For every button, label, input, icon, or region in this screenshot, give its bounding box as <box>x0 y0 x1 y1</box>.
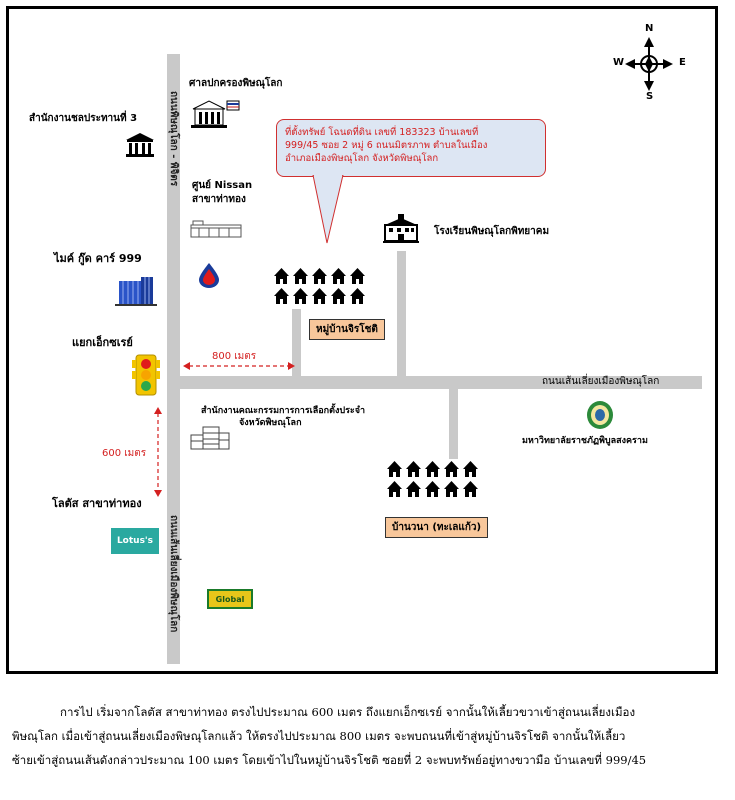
label-election-1: สำนักงานคณะกรรมการการเลือกตั้งประจำ <box>201 406 366 416</box>
village-sign-bannawa: บ้านวนา (ทะเลแก้ว) <box>385 517 489 538</box>
label-nissan-2: สาขาท่าทอง <box>192 194 246 205</box>
house-icon <box>274 268 289 284</box>
label-irrigation-office: สำนักงานชลประทานที่ 3 <box>29 113 138 124</box>
compass-n: N <box>645 23 654 34</box>
road-bypass-east <box>180 376 702 389</box>
village-sign-jirachot: หมู่บ้านจิรโชติ <box>309 319 385 340</box>
directions-line-3: ซ้ายเข้าสู่ถนนเส้นดังกล่าวประมาณ 100 เมต… <box>12 753 647 767</box>
nissan-building-icon <box>190 220 242 238</box>
road-label-vertical-top: ถนนพิษณุโลก - พิจิตร <box>168 91 179 187</box>
house-icon <box>463 461 478 477</box>
compass: N S W E <box>609 23 689 102</box>
label-lotus-branch: โลตัส สาขาท่าทอง <box>52 497 142 510</box>
label-mygood-car: ไมค์ กู๊ด คาร์ 999 <box>54 252 142 265</box>
global-house-logo: Global <box>207 589 253 609</box>
house-icon <box>331 288 346 304</box>
house-icon <box>293 288 308 304</box>
compass-w: W <box>613 57 625 68</box>
directions-line-1: การไป เริ่มจากโลตัส สาขาท่าทอง ตรงไปประม… <box>60 705 636 719</box>
distance-arrow-east <box>183 362 295 370</box>
government-building-icon <box>126 133 154 157</box>
road-village-entrance <box>292 309 301 376</box>
house-icon <box>444 461 459 477</box>
village-houses-row-2 <box>273 287 366 305</box>
compass-rose-icon <box>625 37 673 91</box>
traffic-light-icon <box>132 354 160 396</box>
callout-line-3: อำเภอเมืองพิษณุโลก จังหวัดพิษณุโลก <box>285 153 439 164</box>
compass-s: S <box>646 91 654 102</box>
label-court: ศาลปกครองพิษณุโลก <box>189 78 283 89</box>
property-location-callout: ที่ตั้งทรัพย์ โฉนดที่ดิน เลขที่ 183323 บ… <box>276 119 546 177</box>
callout-pointer <box>312 175 344 244</box>
label-intersection: แยกเอ็กซเรย์ <box>72 336 133 349</box>
label-school: โรงเรียนพิษณุโลกพิทยาคม <box>434 226 550 237</box>
distance-arrow-south <box>154 407 162 497</box>
map-frame: ถนนพิษณุโลก - พิจิตร ถนนเส้นเลี่ยงเมืองพ… <box>6 6 718 674</box>
directions-text: การไป เริ่มจากโลตัส สาขาท่าทอง ตรงไปประม… <box>12 700 727 772</box>
directions-line-2: พิษณุโลก เมื่อเข้าสู่ถนนเลี่ยงเมืองพิษณุ… <box>12 729 626 743</box>
house-icon <box>387 481 402 497</box>
label-election-2: จังหวัดพิษณุโลก <box>239 418 302 428</box>
house-icon <box>274 288 289 304</box>
house-icon <box>293 268 308 284</box>
car-dealer-building-icon <box>115 277 157 306</box>
callout-line-1: ที่ตั้งทรัพย์ โฉนดที่ดิน เลขที่ 183323 บ… <box>285 127 479 138</box>
distance-east-800: 800 เมตร <box>212 351 257 362</box>
house-icon <box>312 288 327 304</box>
bannawa-houses-row-1 <box>386 460 479 478</box>
road-vertical-main <box>167 54 180 664</box>
village-houses-row-1 <box>273 267 366 285</box>
house-icon <box>463 481 478 497</box>
school-building-icon <box>383 214 419 243</box>
house-icon <box>350 288 365 304</box>
road-school-branch <box>397 251 406 376</box>
lotus-logo: Lotus's <box>111 528 159 554</box>
court-building-icon <box>191 100 240 128</box>
road-label-vertical-bottom: ถนนเส้นเลี่ยงเมืองพิษณุโลก <box>168 515 179 633</box>
house-icon <box>425 461 440 477</box>
house-icon <box>350 268 365 284</box>
road-label-east: ถนนเส้นเลี่ยงเมืองพิษณุโลก <box>542 376 660 387</box>
house-icon <box>406 481 421 497</box>
road-bannawa-branch <box>449 389 458 459</box>
office-building-icon <box>190 426 230 450</box>
callout-line-2: 999/45 ซอย 2 หมู่ 6 ถนนมิตรภาพ ตำบลในเมื… <box>285 140 488 151</box>
compass-e: E <box>679 57 686 68</box>
bannawa-houses-row-2 <box>386 480 479 498</box>
gas-station-icon <box>199 263 219 288</box>
house-icon <box>444 481 459 497</box>
university-seal-icon <box>587 401 613 429</box>
house-icon <box>331 268 346 284</box>
house-icon <box>312 268 327 284</box>
label-university: มหาวิทยาลัยราชภัฏพิบูลสงคราม <box>522 436 648 446</box>
house-icon <box>406 461 421 477</box>
label-nissan-1: ศูนย์ Nissan <box>192 180 253 191</box>
distance-south-600: 600 เมตร <box>102 448 147 459</box>
house-icon <box>425 481 440 497</box>
house-icon <box>387 461 402 477</box>
